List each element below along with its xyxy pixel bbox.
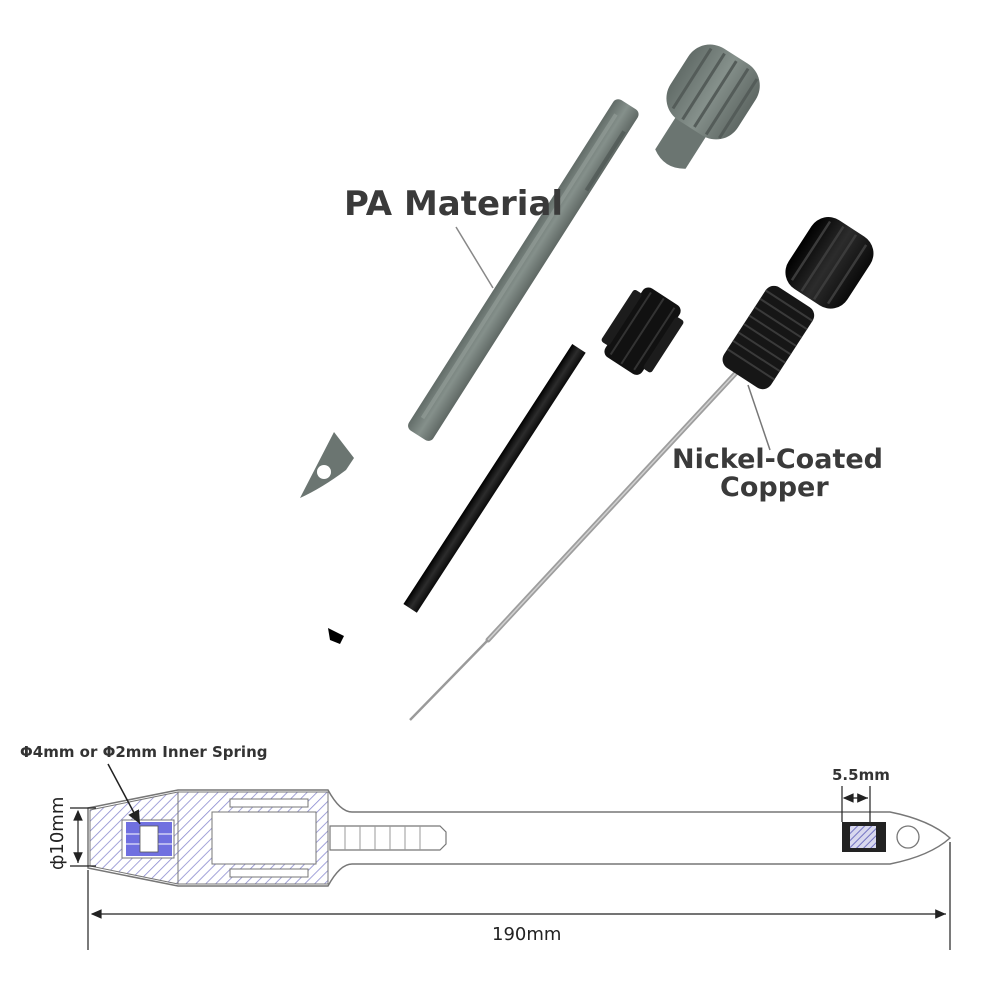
- pa-probe-tip-hole: [317, 465, 331, 479]
- pa-material-label: PA Material: [344, 184, 563, 224]
- pa-probe-knob: [655, 44, 760, 169]
- needle-tip: [409, 639, 489, 721]
- nickel-leader: [747, 384, 771, 451]
- length-dimension-label: 190mm: [492, 924, 561, 945]
- pa-probe-shaft: [408, 99, 639, 441]
- pa-probe-tip: [300, 432, 354, 498]
- nickel-label-line1: Nickel-Coated: [672, 444, 883, 475]
- black-probe-shaft: [403, 344, 586, 613]
- black-probe: [328, 287, 684, 644]
- cross-section: [87, 789, 952, 887]
- inner-spring-label: Φ4mm or Φ2mm Inner Spring: [20, 743, 268, 761]
- diameter-dimension-label: ф10mm: [47, 797, 68, 870]
- tip-slot-section: [850, 826, 876, 848]
- inner-spring-leader: [107, 763, 141, 825]
- probe-frame-slot-bottom: [229, 868, 309, 878]
- black-probe-grip: [601, 287, 684, 375]
- pa-probe: [300, 44, 760, 498]
- needle-probe: [409, 217, 874, 721]
- slot-dimension-label: 5.5mm: [832, 766, 890, 784]
- serrated-stem: [329, 825, 447, 851]
- black-probe-end: [328, 628, 344, 644]
- probe-inner-cavity: [211, 811, 317, 865]
- probe-frame-slot-top: [229, 798, 309, 808]
- needle-probe-cap: [785, 217, 874, 309]
- pa-material-leader: [455, 226, 494, 289]
- needle-highlight: [487, 359, 749, 641]
- needle-probe-thread: [722, 285, 815, 390]
- nickel-label-line2: Copper: [720, 472, 829, 503]
- tip-hole: [896, 825, 920, 849]
